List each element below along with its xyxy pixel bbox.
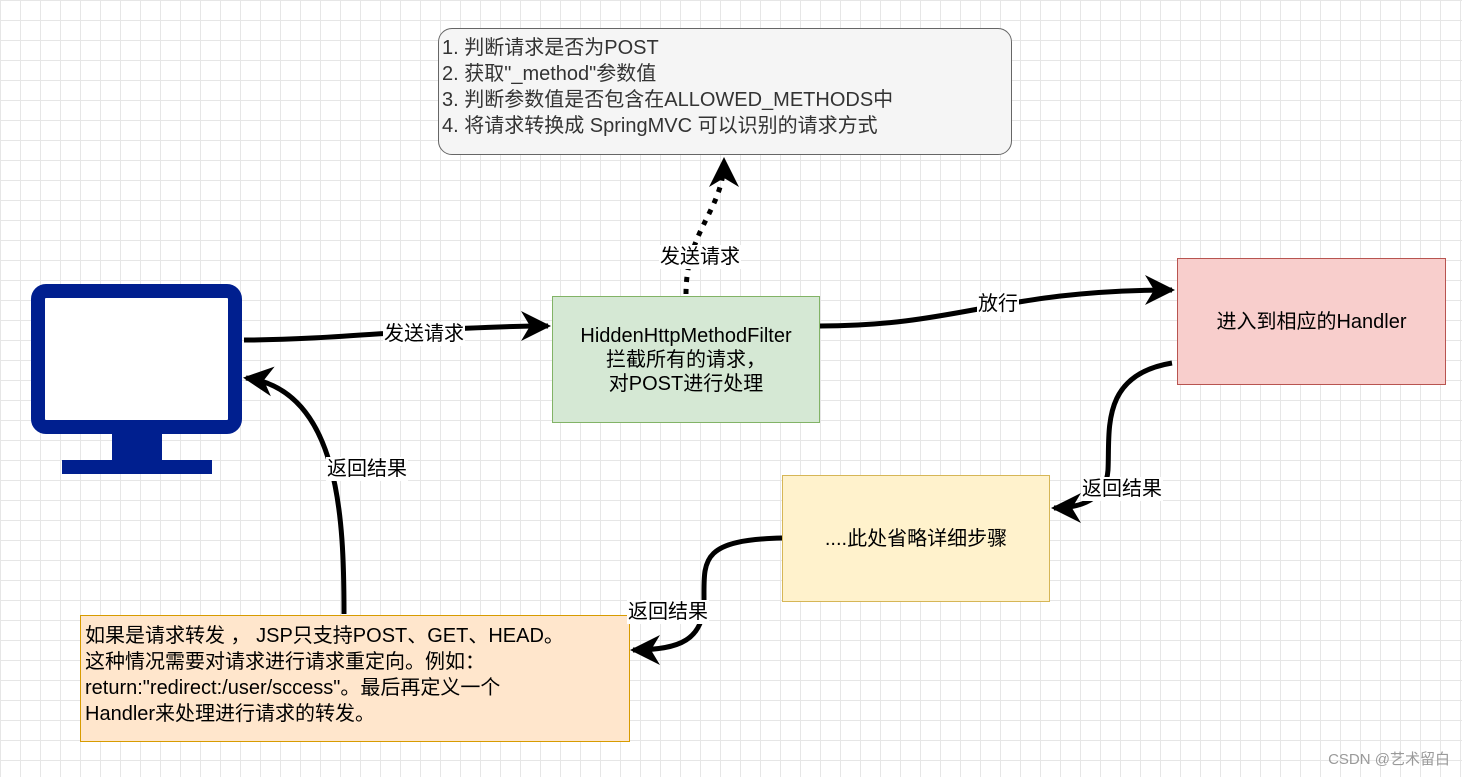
filter-line-1: HiddenHttpMethodFilter	[580, 324, 792, 347]
edge-filter-to-note	[683, 157, 739, 295]
edge-label-send-request-up: 发送请求	[659, 245, 741, 269]
forward-line-4: Handler来处理进行请求的转发。	[85, 703, 376, 725]
note-line-1: 1. 判断请求是否为POST	[442, 37, 659, 59]
note-line-4: 4. 将请求转换成 SpringMVC 可以识别的请求方式	[442, 115, 878, 137]
edge-label-pass: 放行	[977, 292, 1019, 316]
filter-box: HiddenHttpMethodFilter 拦截所有的请求， 对POST进行处…	[552, 296, 820, 423]
steps-box: ....此处省略详细步骤	[782, 475, 1050, 602]
edge-handler-to-steps	[1051, 360, 1173, 523]
note-box: 1. 判断请求是否为POST 2. 获取"_method"参数值 3. 判断参数…	[438, 28, 1012, 155]
edge-label-send-request: 发送请求	[383, 322, 465, 346]
steps-label: ....此处省略详细步骤	[824, 527, 1008, 550]
edge-steps-to-forward	[630, 535, 783, 665]
forward-line-2: 这种情况需要对请求进行请求重定向。例如：	[85, 651, 485, 673]
filter-line-2: 拦截所有的请求，	[606, 348, 766, 371]
note-line-2: 2. 获取"_method"参数值	[442, 63, 657, 85]
forward-line-1: 如果是请求转发 ， JSP只支持POST、GET、HEAD。	[85, 625, 564, 647]
edge-label-return-steps: 返回结果	[627, 600, 709, 624]
filter-line-3: 对POST进行处理	[608, 372, 764, 395]
watermark: CSDN @艺术留白	[1328, 751, 1450, 768]
note-line-3: 3. 判断参数值是否包含在ALLOWED_METHODS中	[442, 89, 894, 111]
edge-label-return-client: 返回结果	[326, 457, 408, 481]
handler-label: 进入到相应的Handler	[1216, 310, 1407, 333]
forward-box: 如果是请求转发 ， JSP只支持POST、GET、HEAD。 这种情况需要对请求…	[80, 615, 630, 742]
forward-line-3: return:"redirect:/user/sccess"。最后再定义一个	[85, 677, 501, 699]
edge-forward-to-client	[243, 366, 347, 615]
edge-label-return-handler: 返回结果	[1081, 477, 1163, 501]
handler-box: 进入到相应的Handler	[1177, 258, 1446, 385]
